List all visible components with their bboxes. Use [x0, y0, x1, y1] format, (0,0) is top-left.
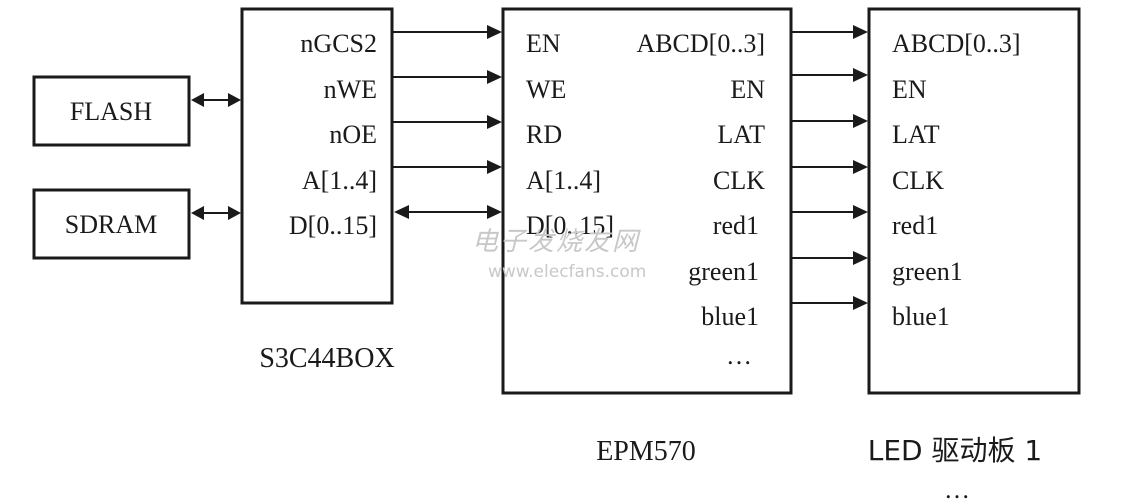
cpld-in-rd: RD [526, 120, 562, 149]
cpu-pin-nwe: nWE [324, 75, 377, 104]
led-pin-lat: LAT [892, 120, 940, 149]
led-pin-blue1: blue1 [892, 302, 950, 331]
cpld-caption: EPM570 [596, 436, 696, 467]
cpld-out-green1: green1 [688, 257, 759, 286]
led-pin-en: EN [892, 75, 927, 104]
cpu-pin-address: A[1..4] [302, 166, 377, 195]
cpld-out-red1: red1 [713, 211, 759, 240]
sdram-box [32, 188, 191, 260]
cpu-to-cpld-arrows [392, 25, 502, 174]
watermark-text: 电子发烧友网 [472, 227, 641, 257]
cpld-out-clk: CLK [713, 166, 765, 195]
cpld-more-pins: … [726, 341, 752, 370]
led-pin-abcd: ABCD[0..3] [892, 29, 1021, 58]
led-pin-green1: green1 [892, 257, 963, 286]
cpld-in-en: EN [526, 29, 561, 58]
cpu-pin-noe: nOE [329, 120, 377, 149]
sdram-bus-arrow [191, 206, 241, 220]
data-bus-arrow [394, 205, 502, 219]
cpu-caption: S3C44BOX [259, 343, 394, 374]
flash-bus-arrow [191, 93, 241, 107]
led-board-box [867, 7, 1081, 395]
cpld-box [501, 7, 793, 395]
cpld-in-we: WE [526, 75, 566, 104]
cpld-out-blue1: blue1 [701, 302, 759, 331]
cpld-out-en: EN [730, 75, 765, 104]
cpu-box [240, 7, 394, 305]
cpld-out-lat: LAT [717, 120, 765, 149]
led-board-caption: LED 驱动板 1 [868, 434, 1042, 467]
sdram-label: SDRAM [65, 210, 157, 239]
cpld-in-data: D[0..15] [526, 211, 614, 240]
flash-label: FLASH [70, 97, 153, 126]
cpld-in-address: A[1..4] [526, 166, 601, 195]
led-pin-clk: CLK [892, 166, 944, 195]
cpu-pin-data: D[0..15] [289, 211, 377, 240]
cpld-to-led-arrows [791, 25, 868, 310]
cpld-out-abcd: ABCD[0..3] [636, 29, 765, 58]
more-boards-indicator: … [944, 475, 970, 504]
watermark-url: www.elecfans.com [488, 262, 646, 282]
cpu-pin-ngcs2: nGCS2 [300, 29, 377, 58]
flash-box [32, 75, 191, 147]
led-pin-red1: red1 [892, 211, 938, 240]
